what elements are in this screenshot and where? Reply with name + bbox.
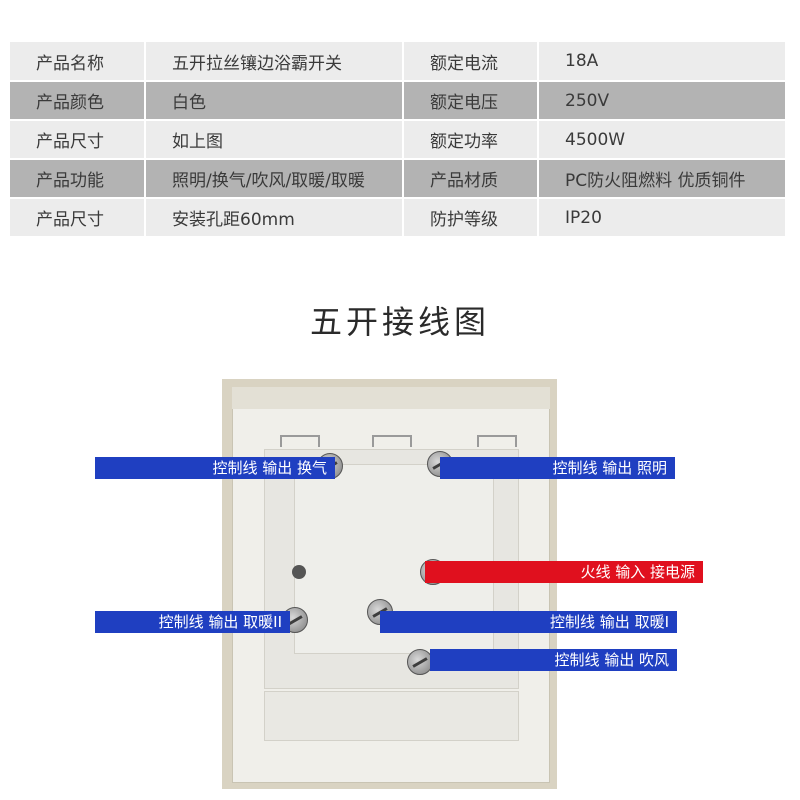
spec-key: 产品名称 — [10, 42, 145, 82]
spec-value: 18A — [537, 42, 785, 82]
spec-row: 产品名称 五开拉丝镶边浴霸开关 额定电流 18A — [10, 42, 785, 82]
plate-edge — [232, 387, 550, 409]
label-control-qunuan2: 控制线 输出 取暖II — [95, 611, 290, 633]
spec-row: 产品尺寸 如上图 额定功率 4500W — [10, 120, 785, 160]
spec-value: PC防火阻燃料 优质铜件 — [537, 159, 785, 199]
label-control-huanqi: 控制线 输出 换气 — [95, 457, 335, 479]
label-control-qunuan1: 控制线 输出 取暖I — [380, 611, 677, 633]
spec-value: 4500W — [537, 120, 785, 160]
label-live-input: 火线 输入 接电源 — [425, 561, 703, 583]
spec-row: 产品颜色 白色 额定电压 250V — [10, 81, 785, 121]
terminal-screw — [407, 649, 433, 675]
spec-key: 防护等级 — [402, 198, 538, 238]
spec-table: 产品名称 五开拉丝镶边浴霸开关 额定电流 18A 产品颜色 白色 额定电压 25… — [10, 42, 785, 238]
label-control-zhaoming: 控制线 输出 照明 — [440, 457, 675, 479]
bottom-rail — [264, 691, 519, 741]
label-control-chuifeng: 控制线 输出 吹风 — [430, 649, 677, 671]
spec-key: 产品材质 — [402, 159, 538, 199]
switch-back-photo — [222, 379, 557, 789]
spec-row: 产品尺寸 安装孔距60mm 防护等级 IP20 — [10, 198, 785, 238]
clip-tab — [477, 435, 517, 447]
spec-value: 照明/换气/吹风/取暖/取暖 — [144, 159, 403, 199]
spec-key: 额定电压 — [402, 81, 538, 121]
diagram-title: 五开接线图 — [309, 303, 490, 341]
spec-value: 如上图 — [144, 120, 403, 160]
spec-key: 产品颜色 — [10, 81, 145, 121]
spec-value: 安装孔距60mm — [144, 198, 403, 238]
spec-key: 产品尺寸 — [10, 198, 145, 238]
clip-tab — [280, 435, 320, 447]
spec-value: 五开拉丝镶边浴霸开关 — [144, 42, 403, 82]
spec-key: 额定功率 — [402, 120, 538, 160]
spec-value: 白色 — [144, 81, 403, 121]
spec-key: 产品尺寸 — [10, 120, 145, 160]
spec-row: 产品功能 照明/换气/吹风/取暖/取暖 产品材质 PC防火阻燃料 优质铜件 — [10, 159, 785, 199]
spec-value: IP20 — [537, 198, 785, 238]
spec-key: 额定电流 — [402, 42, 538, 82]
clip-tab — [372, 435, 412, 447]
mounting-hole — [292, 565, 306, 579]
spec-key: 产品功能 — [10, 159, 145, 199]
spec-value: 250V — [537, 81, 785, 121]
